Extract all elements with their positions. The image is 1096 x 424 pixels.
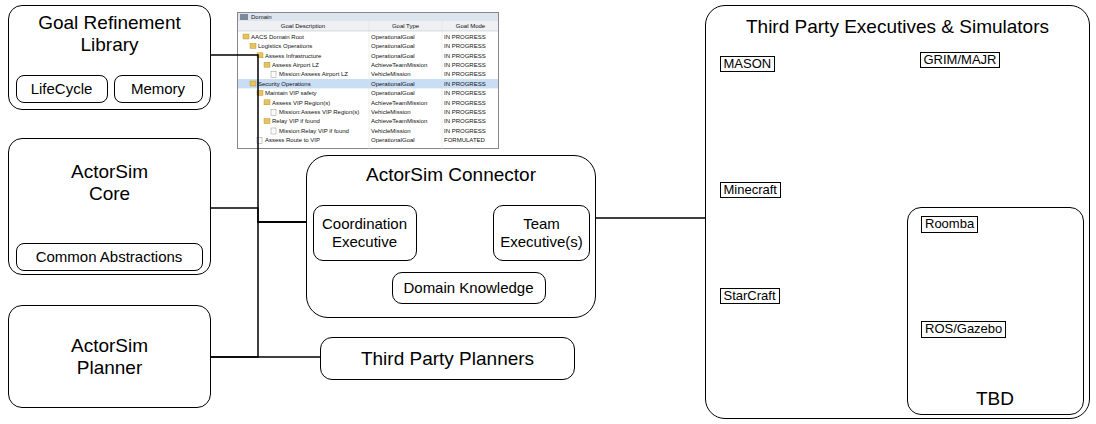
table-cell: AchieveTeamMission xyxy=(371,99,427,107)
module-box: Common Abstractions xyxy=(16,243,203,271)
table-cell: Mission:Assess Airport LZ xyxy=(279,70,348,78)
robot-panel: ROS/Gazebo xyxy=(919,317,1069,377)
executive-box: Coordination Executive xyxy=(313,205,417,261)
table-cell: OperationalGoal xyxy=(371,52,415,60)
box-label: Goal Refinement Library xyxy=(20,12,200,56)
connector-line xyxy=(211,222,306,357)
planners-box: Third Party Planners xyxy=(320,337,575,380)
table-cell: IN PROGRESS xyxy=(444,33,486,41)
table-cell: Assess Airport LZ xyxy=(272,61,319,69)
table-cell: Mission:Assess VIP Region(s) xyxy=(279,108,359,116)
table-cell: Assess Route to VIP xyxy=(265,136,320,144)
table-cell: IN PROGRESS xyxy=(444,52,486,60)
connector-line xyxy=(211,356,320,358)
panel-tag: MASON xyxy=(720,56,776,73)
box-label: ActorSim Core xyxy=(55,161,165,205)
module-box: Memory xyxy=(114,75,203,103)
column-header: Goal Type xyxy=(369,22,442,30)
table-cell: Maintain VIP safety xyxy=(265,89,317,97)
table-cell: OperationalGoal xyxy=(371,42,415,50)
table-cell: OperationalGoal xyxy=(371,33,415,41)
table-cell: Mission:Relay VIP if found xyxy=(279,127,349,135)
panel-tag: ROS/Gazebo xyxy=(921,321,1006,338)
table-cell: IN PROGRESS xyxy=(444,70,486,78)
panel-tag: Minecraft xyxy=(720,182,781,199)
core-box: ActorSim CoreCommon Abstractions xyxy=(8,138,211,275)
table-cell: Relay VIP if found xyxy=(272,117,320,125)
column-header: Goal Mode xyxy=(442,22,499,30)
planner-box: ActorSim Planner xyxy=(8,305,211,408)
panel-tag: Roomba xyxy=(921,216,978,233)
table-cell: IN PROGRESS xyxy=(444,127,486,135)
connector-line xyxy=(596,217,705,219)
column-header: Goal Description xyxy=(237,22,369,30)
table-cell: Logistics Operations xyxy=(258,42,312,50)
connector-line xyxy=(211,55,306,222)
table-cell: VehicleMission xyxy=(371,108,411,116)
panel-tag: GRIM/MAJR xyxy=(920,52,1001,69)
executive-box: Team Executive(s) xyxy=(493,205,590,261)
table-cell: AchieveTeamMission xyxy=(371,61,427,69)
table-cell: IN PROGRESS xyxy=(444,42,486,50)
box-label: LifeCycle xyxy=(31,80,93,97)
table-cell: AchieveTeamMission xyxy=(371,117,427,125)
box-label: Third Party Executives & Simulators xyxy=(706,16,1089,38)
table-cell: OperationalGoal xyxy=(371,80,415,88)
box-label: Third Party Planners xyxy=(361,348,534,370)
box-label: Coordination Executive xyxy=(317,215,413,250)
simulators-box: Third Party Executives & SimulatorsMASON… xyxy=(705,5,1090,419)
robot-panel: Roomba xyxy=(919,212,1069,305)
robot-group-box: TBD RoombaROS/Gazebo xyxy=(907,207,1084,415)
table-cell: IN PROGRESS xyxy=(444,80,486,88)
window-title: Domain xyxy=(251,13,272,21)
table-cell: Security Operations xyxy=(258,80,311,88)
table-cell: IN PROGRESS xyxy=(444,117,486,125)
simulator-panel: MASON xyxy=(718,52,883,164)
table-cell: IN PROGRESS xyxy=(444,99,486,107)
simulator-panel: Minecraft xyxy=(718,178,883,266)
box-label: Common Abstractions xyxy=(36,248,183,265)
connector-line xyxy=(211,208,306,222)
panel-tag: StarCraft xyxy=(720,288,780,305)
box-label: Domain Knowledge xyxy=(403,279,533,296)
table-cell: VehicleMission xyxy=(371,127,411,135)
table-cell: IN PROGRESS xyxy=(444,108,486,116)
box-label: TBD xyxy=(976,388,1014,410)
table-cell: IN PROGRESS xyxy=(444,89,486,97)
goal-table-screenshot: DomainGoal DescriptionGoal TypeGoal Mode… xyxy=(237,12,499,149)
table-cell: FORMULATED xyxy=(444,136,485,144)
module-box: LifeCycle xyxy=(16,75,108,103)
connector-box: ActorSim ConnectorCoordination Executive… xyxy=(306,155,596,318)
table-cell: Assess Infrastructure xyxy=(265,52,321,60)
table-cell: VehicleMission xyxy=(371,70,411,78)
box-label: ActorSim Connector xyxy=(307,164,595,186)
box-label: Team Executive(s) xyxy=(497,215,586,250)
box-label: Memory xyxy=(131,80,185,97)
table-cell: OperationalGoal xyxy=(371,136,415,144)
box-label: ActorSim Planner xyxy=(55,335,165,379)
library-box: Goal Refinement LibraryLifeCycle Memory xyxy=(8,5,211,110)
simulator-panel: StarCraft xyxy=(718,284,883,407)
table-cell: IN PROGRESS xyxy=(444,61,486,69)
knowledge-box: Domain Knowledge xyxy=(392,272,546,304)
table-cell: Assess VIP Region(s) xyxy=(272,99,330,107)
table-cell: OperationalGoal xyxy=(371,89,415,97)
simulator-panel: GRIM/MAJR xyxy=(918,48,1083,198)
table-cell: AACS Domain Root xyxy=(251,33,304,41)
